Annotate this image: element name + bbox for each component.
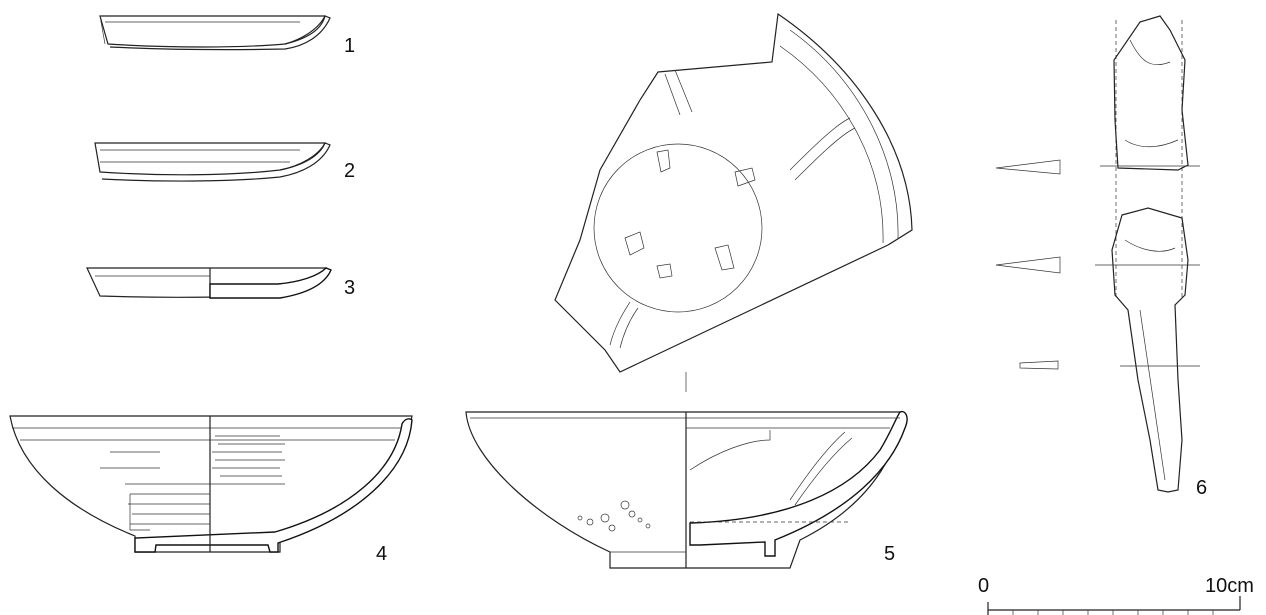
artifact-4-bowl (9, 415, 413, 553)
scale-start-label: 0 (978, 575, 989, 597)
label-1: 1 (344, 35, 355, 57)
label-5: 5 (884, 543, 895, 565)
label-4: 4 (376, 543, 387, 565)
label-3: 3 (344, 277, 355, 299)
artifact-5-plan-view (554, 12, 913, 392)
label-6: 6 (1196, 477, 1207, 499)
artifact-3-dish (86, 267, 332, 299)
artifact-2-dish (94, 142, 331, 182)
artifact-1-dish (99, 15, 331, 51)
scale-bar (987, 596, 1241, 615)
artifact-5-profile (465, 410, 908, 569)
scale-end-label: 10cm (1205, 575, 1254, 597)
artifact-6-tool (995, 15, 1200, 493)
label-2: 2 (344, 160, 355, 182)
